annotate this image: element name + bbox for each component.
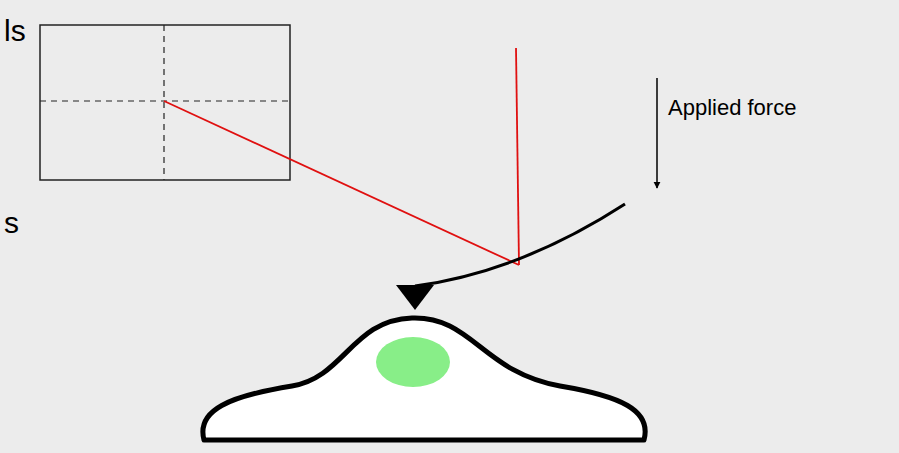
cropped-text: s bbox=[4, 208, 19, 238]
cropped-text: ls bbox=[4, 16, 26, 46]
photodetector bbox=[40, 25, 290, 180]
force-arrow bbox=[656, 78, 658, 188]
detector-axis bbox=[163, 25, 164, 180]
laser-beam bbox=[164, 101, 519, 265]
cell-outline bbox=[203, 318, 645, 440]
nucleus bbox=[376, 337, 450, 387]
laser-beam bbox=[516, 48, 519, 265]
cantilever bbox=[415, 204, 625, 286]
probe-tip bbox=[396, 285, 434, 310]
force-label: Applied force bbox=[668, 97, 796, 119]
